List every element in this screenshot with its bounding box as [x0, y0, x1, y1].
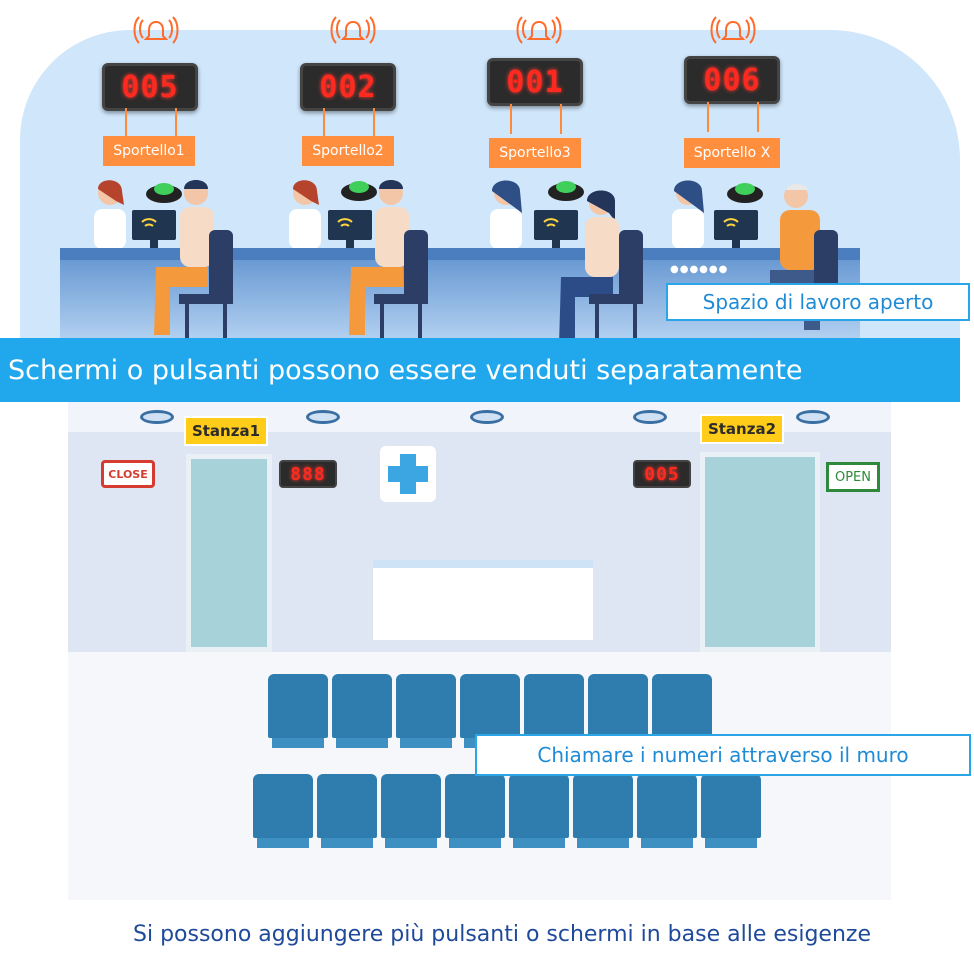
led-display-counter-x: 006: [684, 56, 780, 104]
wire: [175, 108, 177, 138]
medical-cross-icon: [380, 446, 436, 502]
seat: [268, 674, 328, 748]
led-display-counter-3: 001: [487, 58, 583, 106]
callout-open-workspace: Spazio di lavoro aperto: [666, 283, 970, 321]
seat-row-front: [253, 774, 761, 848]
seat: [588, 674, 648, 748]
led-display-room-2: 005: [633, 460, 691, 488]
reception-desk: [373, 560, 593, 640]
counter-dots: ●●●●●●: [670, 264, 729, 275]
bottom-illustration-clinic: CLOSE Stanza1 888 Stanza2 005 OPEN: [68, 402, 891, 900]
room-label-2: Stanza2: [700, 414, 784, 444]
chair: [374, 230, 428, 340]
customer-figure: [349, 180, 409, 335]
counter-label-1: Sportello1: [103, 136, 195, 166]
seat: [317, 774, 377, 848]
ceiling-light: [470, 410, 504, 424]
wire: [323, 108, 325, 138]
seat: [445, 774, 505, 848]
monitor-icon: [132, 210, 176, 248]
seat: [524, 674, 584, 748]
seat: [509, 774, 569, 848]
seat: [381, 774, 441, 848]
callout-call-through-wall: Chiamare i numeri attraverso il muro: [475, 734, 971, 776]
seat: [573, 774, 633, 848]
counter-label-x: Sportello X: [684, 138, 780, 168]
wire: [373, 108, 375, 138]
call-button-icon: [146, 183, 182, 203]
wire: [757, 102, 759, 132]
led-display-room-1: 888: [279, 460, 337, 488]
open-sign: OPEN: [826, 462, 880, 492]
monitor-icon: [714, 210, 758, 248]
ceiling-light: [633, 410, 667, 424]
led-display-counter-2: 002: [300, 63, 396, 111]
chair: [589, 230, 643, 340]
seat: [460, 674, 520, 748]
banner: Schermi o pulsanti possono essere vendut…: [0, 338, 960, 402]
banner-text: Schermi o pulsanti possono essere vendut…: [8, 354, 803, 386]
counter-label-3: Sportello3: [489, 138, 581, 168]
chair: [179, 230, 233, 340]
seat: [652, 674, 712, 748]
room-label-1: Stanza1: [184, 416, 268, 446]
wire: [707, 102, 709, 132]
room-1-door: [186, 454, 272, 652]
bell-alarm-icon: [330, 14, 376, 48]
footer-caption: Si possono aggiungere più pulsanti o sch…: [133, 922, 871, 947]
seat-row-back: [268, 674, 712, 748]
bell-alarm-icon: [516, 14, 562, 48]
counter-label-2: Sportello2: [302, 136, 394, 166]
call-button-icon: [341, 181, 377, 201]
ceiling-light: [140, 410, 174, 424]
agent-figure: [490, 180, 522, 249]
bell-alarm-icon: [133, 14, 179, 48]
wire: [560, 104, 562, 134]
agent-figure: [289, 180, 321, 249]
bell-alarm-icon: [710, 14, 756, 48]
top-illustration-counters: 005 Sportello1 002 Sportello2 001 Sporte…: [0, 0, 974, 345]
customer-figure: [154, 180, 214, 335]
seat: [253, 774, 313, 848]
call-button-icon: [548, 181, 584, 201]
counter-desk: [60, 248, 860, 260]
seat: [396, 674, 456, 748]
ceiling-light: [306, 410, 340, 424]
seat: [701, 774, 761, 848]
ceiling-light: [796, 410, 830, 424]
room-2-door: [700, 452, 820, 652]
agent-figure: [94, 180, 126, 249]
close-sign: CLOSE: [101, 460, 155, 488]
seat: [332, 674, 392, 748]
seat: [637, 774, 697, 848]
monitor-icon: [534, 210, 578, 248]
wire: [125, 108, 127, 138]
wire: [510, 104, 512, 134]
led-display-counter-1: 005: [102, 63, 198, 111]
agent-figure: [672, 180, 704, 249]
monitor-icon: [328, 210, 372, 248]
call-button-icon: [727, 183, 763, 203]
